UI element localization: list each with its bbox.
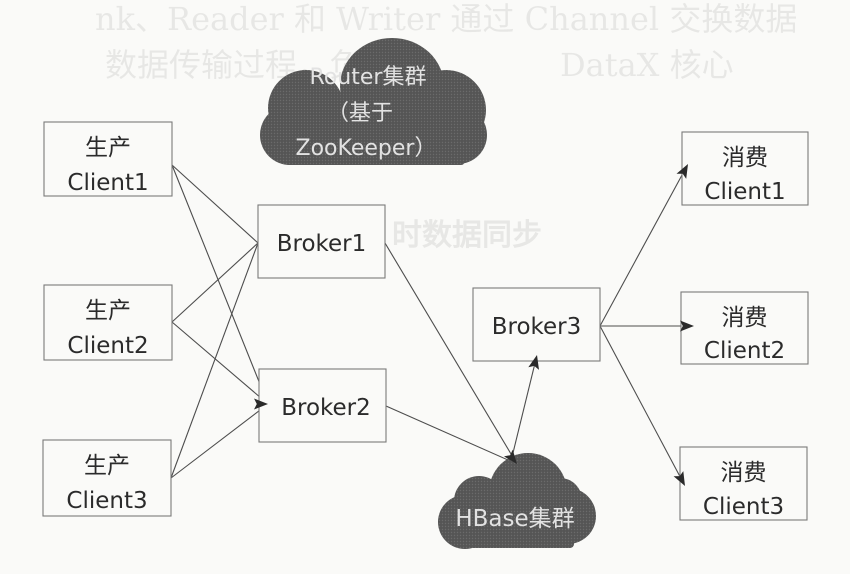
consumer-client3-box: 消费 Client3 [679,446,808,521]
producer-role-label: 生产 [84,453,130,479]
producer-client-name: Client3 [66,488,147,514]
arrowhead-into-broker2 [254,398,268,410]
consumer-client2-box: 消费 Client2 [680,291,809,365]
edge-producer3-to-broker2 [170,403,269,479]
producer-client-name: Client2 [67,333,148,359]
edge-broker3-to-consumer3 [599,325,686,487]
router-cloud-label-line3: ZooKeeper） [296,136,437,161]
box-border [679,446,808,521]
box-border [43,121,173,197]
consumer-client-name: Client3 [703,494,784,520]
consumer-role-label: 消费 [721,460,767,486]
edge-broker1-to-hbase [384,242,518,465]
edge-producer1-to-broker2 [171,164,269,405]
broker-name: Broker1 [277,231,367,257]
router-cloud-label-line1: Router集群 [310,65,427,90]
edge-producer3-to-broker1 [170,242,259,479]
arrowhead-into-consumer2 [680,320,694,332]
arrowhead-into-broker3 [528,355,539,370]
producer-client-name: Client1 [67,170,148,196]
producer-role-label: 生产 [85,135,131,161]
bleed-text-line: nk、Reader 和 Writer 通过 Channel 交换数据 [95,0,797,38]
hbase-cloud-shape [438,453,596,549]
broker1-box: Broker1 [257,204,386,279]
box-border [257,204,386,279]
edge-producer1-to-broker1 [171,164,259,244]
producer-client1-box: 生产 Client1 [43,121,173,197]
edge-broker3-to-consumer1 [599,163,689,327]
edge-producer2-to-broker2 [171,321,269,405]
hbase-cloud-label: HBase集群 [455,506,574,532]
consumer-role-label: 消费 [722,145,768,171]
bleed-text-heading: 时数据同步 [392,218,542,253]
broker-name: Broker3 [492,314,582,340]
box-border [472,287,601,362]
edge-broker2-to-hbase [385,405,518,465]
arrowhead-into-consumer1 [676,164,688,179]
box-border [681,131,809,206]
box-border [258,368,387,443]
arrowhead-into-hbase [504,449,517,464]
connection-lines [170,163,694,487]
consumer-client-name: Client2 [704,338,785,364]
hbase-cluster-cloud: HBase集群 [438,453,596,549]
consumer-role-label: 消费 [722,305,768,331]
producer-role-label: 生产 [85,298,131,324]
router-cloud-label-line2: （基于 [327,101,393,126]
box-border [680,291,809,365]
broker2-box: Broker2 [258,368,387,443]
bleed-text-line: DataX 核心 [560,46,734,84]
edge-producer2-to-broker1 [171,242,259,323]
arrowhead-into-consumer3 [673,471,685,486]
router-cloud-shape [260,38,487,165]
consumer-client1-box: 消费 Client1 [681,131,809,206]
router-cluster-cloud: Router集群 （基于 ZooKeeper） [260,38,487,165]
broker-name: Broker2 [281,395,371,421]
producer-client2-box: 生产 Client2 [43,284,173,361]
edge-hbase-to-broker3 [511,354,538,458]
box-border [42,439,172,517]
bleed-through-text: nk、Reader 和 Writer 通过 Channel 交换数据 数据传输过… [95,0,797,253]
producer-client3-box: 生产 Client3 [42,439,172,517]
broker3-box: Broker3 [472,287,601,362]
consumer-client-name: Client1 [704,179,785,205]
arrowheads [254,164,694,486]
box-border [43,284,173,361]
